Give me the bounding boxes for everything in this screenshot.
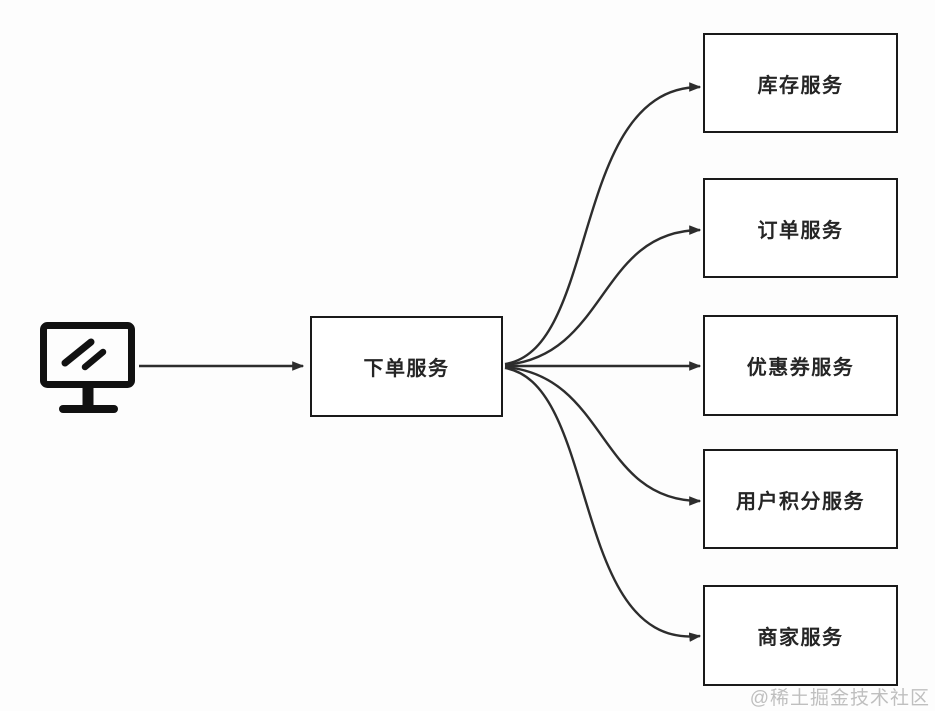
node-coupon-service: 优惠券服务 <box>703 315 898 416</box>
node-user-points-service: 用户积分服务 <box>703 449 898 549</box>
monitor-icon <box>40 322 135 413</box>
node-label: 订单服务 <box>757 219 844 242</box>
node-place-order-service: 下单服务 <box>310 316 503 417</box>
node-label: 下单服务 <box>363 358 450 380</box>
node-label: 商家服务 <box>757 627 844 649</box>
screen-slash-icon <box>61 338 95 367</box>
node-label: 用户积分服务 <box>736 490 865 513</box>
edge-to-inventory-service <box>504 82 702 366</box>
edge-to-order-service <box>504 225 702 367</box>
edge-to-user-points-service <box>504 365 702 506</box>
node-order-service: 订单服务 <box>703 178 898 278</box>
node-label: 优惠券服务 <box>746 357 855 379</box>
screen-slash-icon <box>81 348 107 371</box>
watermark: @稀土掘金技术社区 <box>749 688 930 709</box>
edge-to-merchant-service <box>504 366 702 642</box>
node-label: 库存服务 <box>757 74 844 97</box>
node-merchant-service: 商家服务 <box>703 585 898 686</box>
node-inventory-service: 库存服务 <box>703 33 898 133</box>
